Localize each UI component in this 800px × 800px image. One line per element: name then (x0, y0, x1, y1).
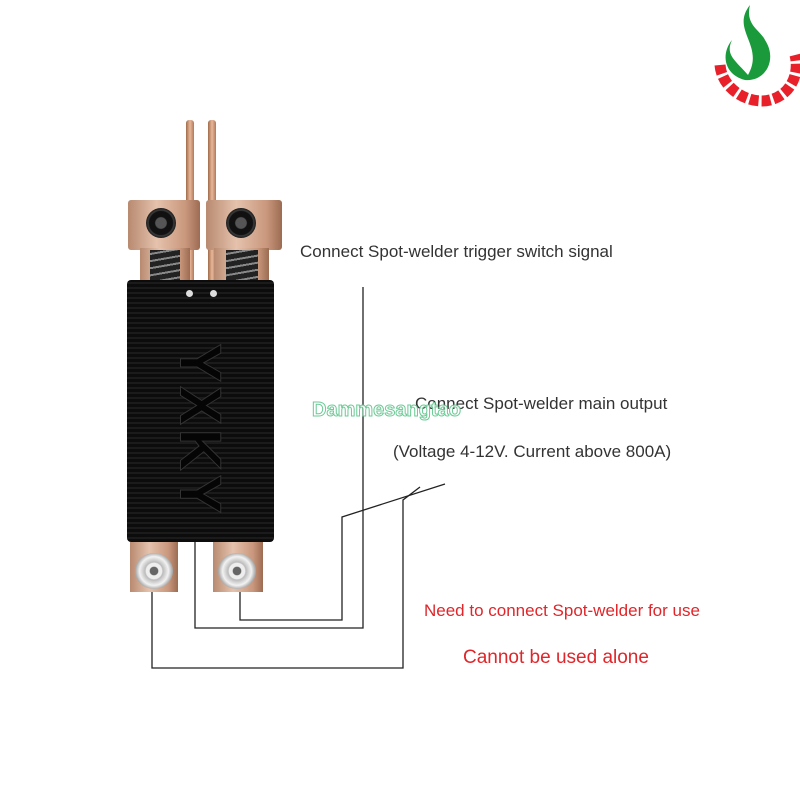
screw-icon (226, 208, 256, 238)
watermark: Dammesangtao (312, 399, 462, 422)
terminal-bolt-icon (218, 553, 256, 589)
terminal-bolt-icon (135, 553, 173, 589)
brand-logo (714, 5, 800, 107)
main-output-label: Connect Spot-welder main output (415, 394, 668, 413)
screw-icon (146, 208, 176, 238)
spec-label: (Voltage 4-12V. Current above 800A) (393, 442, 672, 461)
need-connect-warning: Need to connect Spot-welder for use (424, 601, 700, 620)
trigger-label: Connect Spot-welder trigger switch signa… (300, 242, 613, 261)
cannot-alone-warning: Cannot be used alone (463, 647, 649, 668)
